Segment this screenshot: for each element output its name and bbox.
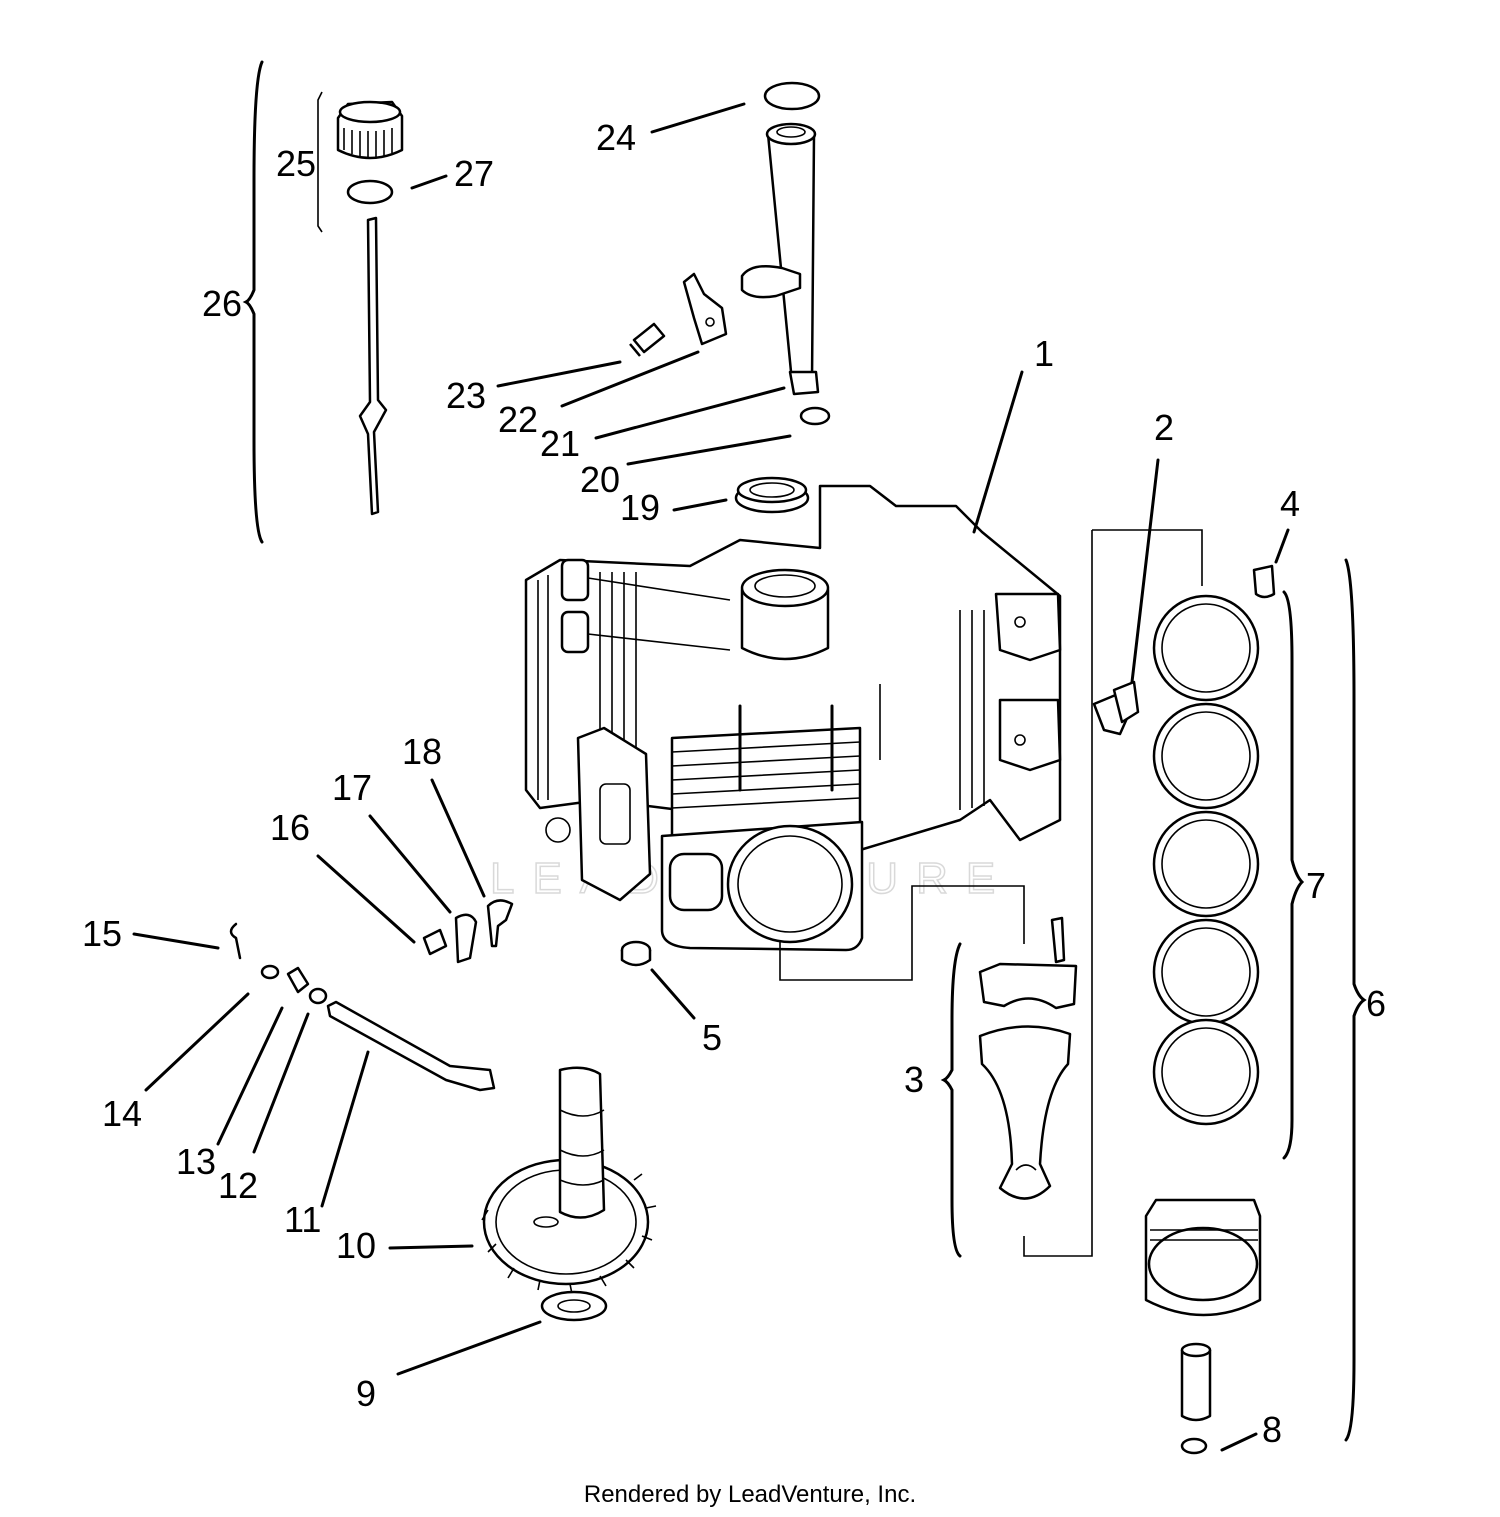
connecting-rod: [978, 1025, 1072, 1200]
callout-23: 23: [446, 375, 486, 416]
connecting-rod-group: [940, 916, 1078, 1258]
callout-27: 27: [454, 153, 494, 194]
bracket-7: [1282, 590, 1305, 1160]
callout-4: 4: [1280, 483, 1300, 524]
pin-retainer: [1180, 1437, 1208, 1455]
callout-3: 3: [904, 1059, 924, 1100]
oil-fill-tube-group: [629, 81, 831, 514]
callout-7: 7: [1306, 865, 1326, 906]
dipstick-cap: [336, 100, 404, 160]
piston-pin: [1180, 1342, 1212, 1422]
bracket-6: [1344, 558, 1367, 1442]
governor-shaft: [326, 1000, 496, 1092]
governor-linkage-parts: [229, 899, 514, 1092]
camshaft-gear: [481, 1066, 657, 1295]
callout-25: 25: [276, 143, 316, 184]
clip-18: [486, 899, 514, 948]
callout-16: 16: [270, 807, 310, 848]
washer-12: [308, 987, 328, 1005]
bracket-3: [940, 942, 962, 1258]
oil-fitting: [1092, 680, 1140, 736]
callout-13: 13: [176, 1141, 216, 1182]
piston-rings: [1152, 594, 1260, 1126]
cotter-pin: [229, 922, 242, 960]
dipstick-rod: [358, 216, 388, 516]
rod-cap: [978, 962, 1078, 1010]
callout-26: 26: [202, 283, 242, 324]
tube-bracket-clip: [740, 265, 802, 299]
callout-18: 18: [402, 731, 442, 772]
oil-fill-tube: [766, 132, 816, 384]
callout-9: 9: [356, 1373, 376, 1414]
cam-washer: [540, 1290, 608, 1322]
callout-10: 10: [336, 1225, 376, 1266]
callout-2: 2: [1154, 407, 1174, 448]
callout-labels: 1 2 3 4 5 6 7 8 9 10 11 12 13 14 15 16 1…: [82, 117, 1386, 1450]
block-plug: [620, 940, 652, 967]
callout-14: 14: [102, 1093, 142, 1134]
callout-11: 11: [284, 1199, 321, 1240]
small-plug: [1252, 564, 1276, 599]
dipstick-assembly: [242, 60, 404, 544]
tube-o-ring-bottom: [799, 406, 831, 426]
callout-8: 8: [1262, 1409, 1282, 1450]
rod-bolt: [1050, 916, 1066, 964]
callout-6: 6: [1366, 983, 1386, 1024]
callout-22: 22: [498, 399, 538, 440]
washer-14: [260, 964, 280, 980]
callout-19: 19: [620, 487, 660, 528]
tube-o-ring-top: [763, 81, 821, 111]
callout-15: 15: [82, 913, 122, 954]
piston: [1144, 1198, 1262, 1317]
bracket-26: [242, 60, 264, 544]
leader-lines: [132, 102, 1290, 1452]
tube-seal: [734, 476, 810, 514]
callout-5: 5: [702, 1017, 722, 1058]
dipstick-o-ring: [346, 179, 394, 205]
callout-21: 21: [540, 423, 580, 464]
piston-ring-group: [1023, 529, 1367, 1455]
bracket-screw: [629, 322, 666, 357]
tube-mounting-bracket: [682, 272, 728, 346]
callout-1: 1: [1034, 333, 1054, 374]
callout-20: 20: [580, 459, 620, 500]
callout-17: 17: [332, 767, 372, 808]
clamp-17: [454, 913, 478, 964]
crankcase-block: [524, 484, 1062, 981]
callout-12: 12: [218, 1165, 258, 1206]
spacer-13: [286, 966, 310, 994]
bracket-25: [317, 91, 323, 233]
callout-24: 24: [596, 117, 636, 158]
screw-16: [422, 928, 448, 956]
credit-text: Rendered by LeadVenture, Inc.: [584, 1481, 916, 1508]
